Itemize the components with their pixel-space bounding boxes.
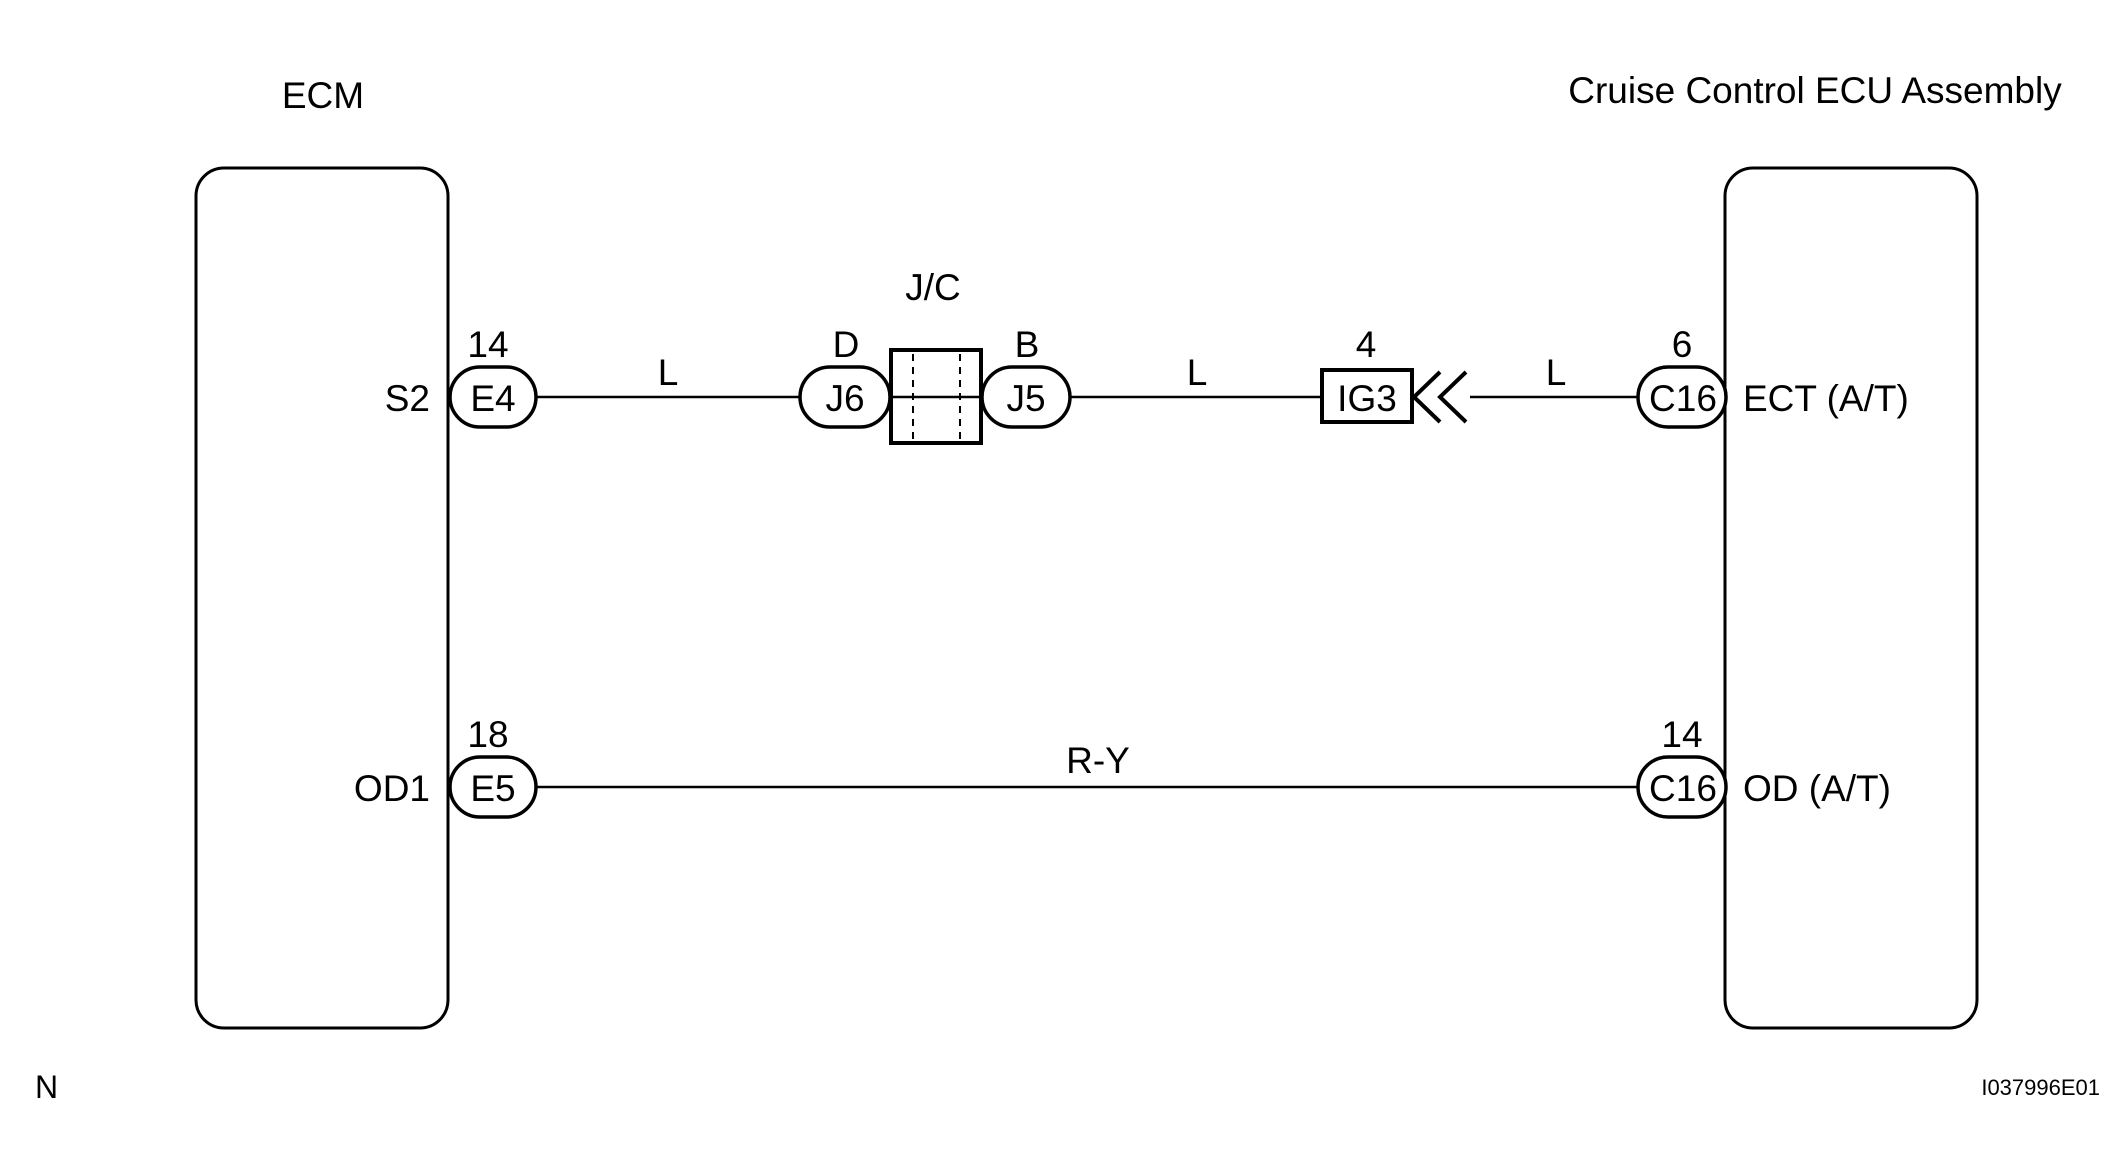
connector-c16-od-label: C16 [1649, 768, 1717, 809]
connector-c16-od [1636, 755, 1728, 819]
wire-color-od-line: R-Y [1066, 740, 1130, 781]
connector-c16-ect [1636, 365, 1728, 429]
wire-color-ecm-to-jc: L [658, 352, 679, 393]
wire-color-ig3-to-cruise: L [1546, 352, 1567, 393]
connector-e4 [448, 365, 538, 429]
ecm-title: ECM [282, 75, 364, 116]
connector-c16-ect-label: C16 [1649, 378, 1717, 419]
connector-ig3-label: IG3 [1337, 378, 1397, 419]
ecm-terminal-od1: OD1 [354, 768, 430, 809]
wire-color-jc-to-ig3: L [1187, 352, 1208, 393]
cruise-ecu-box [1723, 166, 1979, 1030]
connector-j5-label: J5 [1006, 378, 1045, 419]
ecm-pin-number-18: 18 [467, 714, 508, 755]
ecm-terminal-s2: S2 [385, 378, 430, 419]
figure-id: I037996E01 [1981, 1075, 2100, 1100]
ig3-chevron-outer [1437, 370, 1468, 424]
ig3-chevron-inner [1411, 370, 1442, 424]
cruise-terminal-od: OD (A/T) [1743, 768, 1891, 809]
jc-title: J/C [905, 267, 961, 308]
jc-port-b-letter: B [1015, 324, 1040, 365]
connector-j6-label: J6 [825, 378, 864, 419]
connector-j5 [980, 365, 1072, 429]
cruise-ecu-title: Cruise Control ECU Assembly [1568, 70, 2062, 111]
cruise-pin-number-6: 6 [1672, 324, 1693, 365]
cruise-terminal-ect: ECT (A/T) [1743, 378, 1909, 419]
connector-e5-label: E5 [470, 768, 515, 809]
cruise-pin-number-14: 14 [1661, 714, 1702, 755]
connector-e4-label: E4 [470, 378, 515, 419]
ecm-box [194, 166, 450, 1030]
corner-mark: N [35, 1069, 58, 1105]
ig3-pin-number: 4 [1356, 324, 1377, 365]
ecm-pin-number-14: 14 [467, 324, 508, 365]
connector-ig3 [1320, 368, 1414, 424]
jc-port-d-letter: D [833, 324, 860, 365]
connector-e5 [448, 755, 538, 819]
